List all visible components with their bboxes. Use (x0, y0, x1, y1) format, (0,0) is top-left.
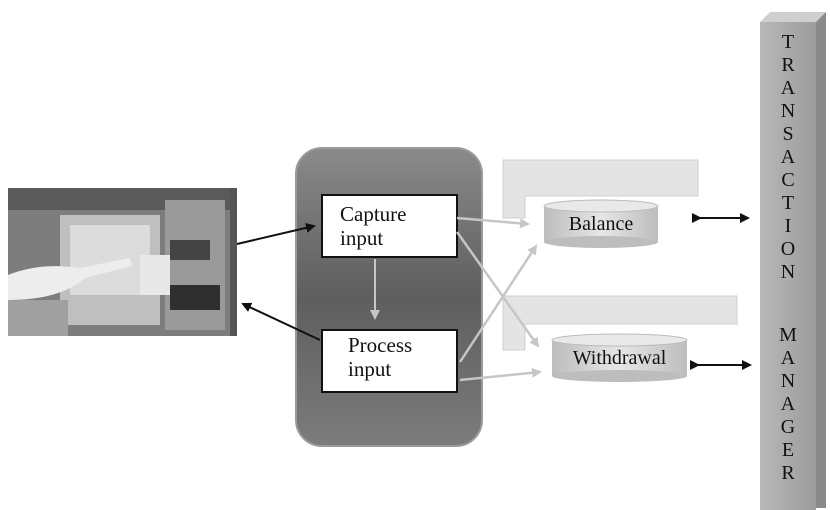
process-label-line2: input (348, 357, 392, 381)
tm-letter: A (780, 393, 796, 415)
tm-letter: M (779, 324, 797, 346)
tm-letter: A (780, 146, 796, 168)
process-to-photo-arrow (241, 302, 321, 341)
photo-to-capture-arrow (236, 222, 316, 245)
process-input-box (321, 329, 458, 393)
process-to-withdrawal-arrow (459, 367, 542, 382)
tm-letter: T (781, 31, 795, 53)
capture-label-line2: input (340, 226, 384, 250)
tm-letter: I (784, 215, 792, 237)
withdrawal-store-panel (502, 295, 738, 351)
tm-letter: S (782, 123, 794, 145)
process-input-label: Process input (348, 333, 412, 381)
withdrawal-label: Withdrawal (572, 347, 667, 369)
capture-input-label: Capture input (340, 202, 406, 250)
process-to-balance-arrow (458, 244, 538, 363)
tm-letter: A (780, 347, 796, 369)
processor-container (295, 147, 483, 447)
capture-input-box (321, 194, 458, 258)
capture-label-line1: Capture (340, 202, 407, 226)
tm-letter: E (781, 439, 795, 461)
tm-letter: R (781, 462, 795, 484)
tm-letter: A (780, 77, 796, 99)
capture-to-balance-arrow (456, 216, 530, 229)
tm-letter: N (780, 100, 796, 122)
balance-store-panel (502, 159, 699, 219)
balance-label: Balance (568, 213, 634, 235)
transaction-manager-bar (760, 12, 826, 510)
tm-letter: G (780, 416, 796, 438)
balance-cylinder (543, 199, 659, 248)
withdrawal-cylinder (551, 333, 688, 382)
tm-letter: N (780, 261, 796, 283)
process-label-line1: Process (348, 333, 413, 357)
tm-letter: T (781, 192, 795, 214)
tm-letter: R (781, 54, 795, 76)
tm-letter: N (780, 370, 796, 392)
atm-machine-photo (8, 188, 237, 336)
tm-letter: C (781, 169, 795, 191)
tm-letter: O (780, 238, 796, 260)
capture-to-withdrawal-arrow (455, 231, 540, 348)
